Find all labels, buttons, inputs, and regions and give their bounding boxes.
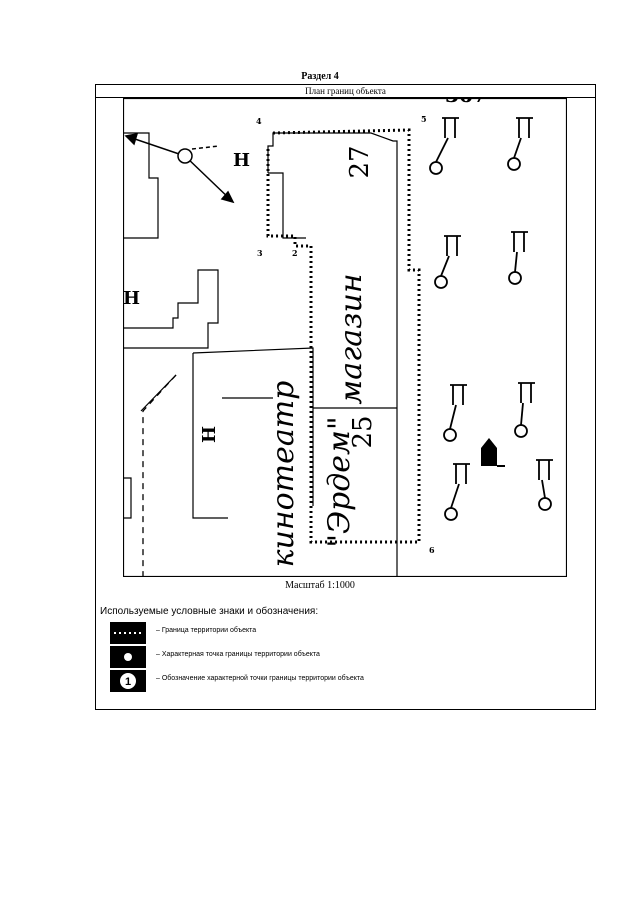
lamp-post-icon (434, 235, 461, 289)
lamp-post-icon (429, 117, 459, 175)
lamp-post-icon (508, 231, 528, 285)
lamp-post-icon (507, 117, 533, 171)
point-label-4: 4 (256, 116, 262, 126)
dashed-line (142, 374, 177, 577)
point-numbers: 4 5 3 2 6 (256, 114, 435, 555)
point-label-2: 2 (292, 248, 298, 258)
map-border (123, 98, 567, 577)
h-marker: Н (233, 150, 250, 171)
h-markers: Н Н Н (123, 150, 250, 443)
shop-label: магазин (334, 273, 369, 404)
h-marker: Н (123, 288, 140, 309)
legend-title: Используемые условные знаки и обозначени… (100, 606, 319, 617)
point-label-5: 5 (421, 114, 427, 124)
point-label-6: 6 (429, 545, 435, 555)
scale-label: Масштаб 1:1000 (285, 580, 355, 591)
section-title: Раздел 4 (301, 71, 339, 82)
point-label-3: 3 (257, 248, 263, 258)
lamp-post-icon (514, 382, 535, 438)
plan-frame: План границ объекта (95, 84, 596, 710)
h-marker: Н (199, 426, 220, 443)
boundary-map: 367 Н Н Н 4 5 3 2 6 (123, 98, 567, 577)
left-buildings (123, 132, 314, 519)
legend-text-numbered-point: – Обозначение характерной точки границы … (156, 675, 364, 682)
cinema-name: "Эрдем" (322, 416, 357, 547)
lamp-post-icon (443, 384, 467, 442)
territory-boundary (266, 128, 421, 544)
numbered-point-number: 1 (125, 676, 131, 688)
top-cut-label: 367 (445, 98, 487, 107)
cinema-label: кинотеатр (266, 381, 301, 568)
arrow-icon (124, 133, 235, 204)
legend-text-boundary: – Граница территории объекта (156, 627, 257, 634)
lamp-post-icon (444, 463, 470, 521)
legend-text-point: – Характерная точка границы территории о… (156, 651, 320, 658)
cinema-number: 25 (348, 415, 378, 448)
plan-title: План границ объекта (96, 85, 595, 98)
point-circle-icon (110, 646, 146, 668)
small-house-icon (481, 438, 505, 467)
dotted-boundary-icon (110, 622, 146, 644)
lamp-post-icon (536, 459, 553, 511)
numbered-point-icon: 1 (110, 670, 146, 692)
shop-number: 27 (345, 145, 375, 178)
lamp-post-icons (429, 117, 553, 521)
